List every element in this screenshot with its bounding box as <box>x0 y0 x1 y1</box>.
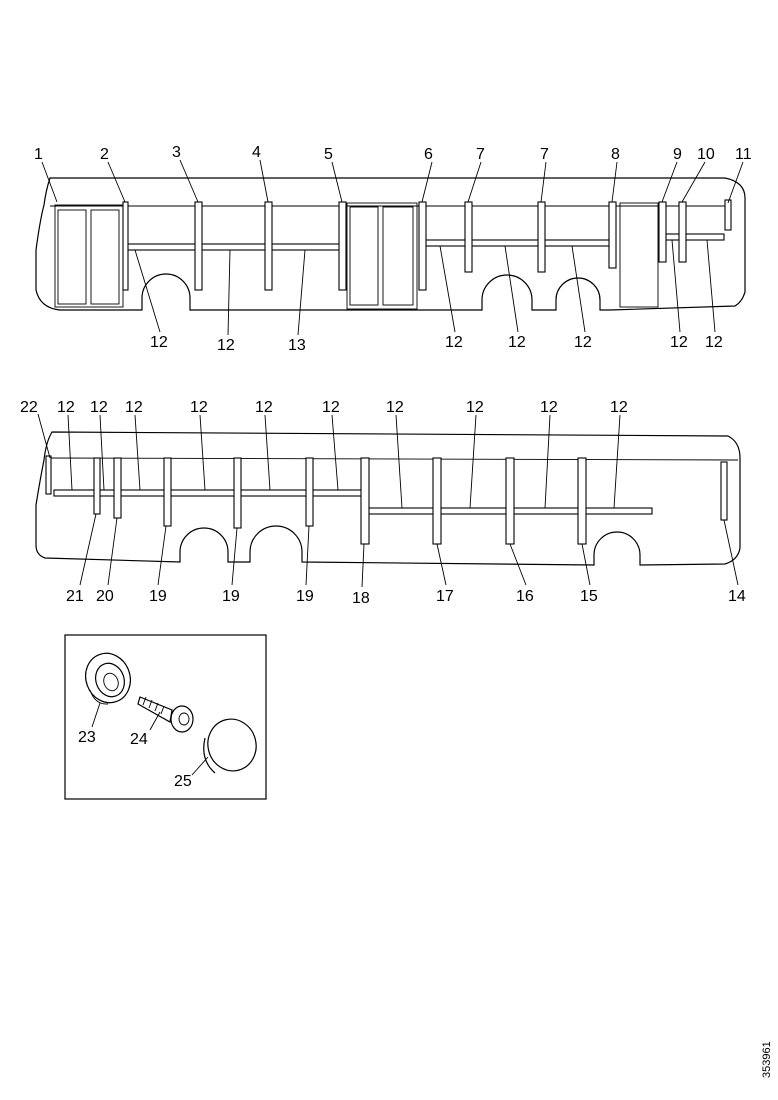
fastener-detail-box: 23 24 25 <box>64 634 267 800</box>
upper-leaders-top <box>41 159 744 204</box>
label-7a: 7 <box>476 146 485 163</box>
label-19a: 19 <box>149 588 167 605</box>
label-9: 9 <box>673 146 682 163</box>
label-12-l4: 12 <box>190 399 208 416</box>
label-19b: 19 <box>222 588 240 605</box>
upper-leaders-bottom <box>134 239 716 336</box>
label-12-l9: 12 <box>540 399 558 416</box>
label-24: 24 <box>130 731 148 748</box>
document-id: 353961 <box>761 1041 773 1078</box>
lower-leaders-bottom <box>79 513 739 588</box>
label-1: 1 <box>34 146 43 163</box>
label-12-l3: 12 <box>125 399 143 416</box>
cap-part-25 <box>203 718 257 774</box>
label-12-l2: 12 <box>90 399 108 416</box>
label-12-u1: 12 <box>150 334 168 351</box>
label-10: 10 <box>697 146 715 163</box>
label-12-l10: 12 <box>610 399 628 416</box>
label-12-l1: 12 <box>57 399 75 416</box>
label-18: 18 <box>352 590 370 607</box>
label-2: 2 <box>100 146 109 163</box>
label-12-u6: 12 <box>670 334 688 351</box>
label-16: 16 <box>516 588 534 605</box>
label-12-l5: 12 <box>255 399 273 416</box>
label-11: 11 <box>735 146 752 163</box>
label-6: 6 <box>424 146 433 163</box>
lower-leaders-top <box>37 413 621 509</box>
label-12-l8: 12 <box>466 399 484 416</box>
label-12-l6: 12 <box>322 399 340 416</box>
label-8: 8 <box>611 146 620 163</box>
label-12-l7: 12 <box>386 399 404 416</box>
label-22: 22 <box>20 399 38 416</box>
label-3: 3 <box>172 144 181 161</box>
label-23: 23 <box>78 729 96 746</box>
label-21: 21 <box>66 588 84 605</box>
label-7b: 7 <box>540 146 549 163</box>
upper-bus-view: 1 2 3 4 5 6 7 7 8 9 10 11 12 12 13 12 12… <box>34 144 752 354</box>
label-25: 25 <box>174 773 192 790</box>
label-5: 5 <box>324 146 333 163</box>
label-12-u4: 12 <box>508 334 526 351</box>
label-20: 20 <box>96 588 114 605</box>
label-4: 4 <box>252 144 261 161</box>
label-12-u7: 12 <box>705 334 723 351</box>
label-12-u3: 12 <box>445 334 463 351</box>
label-17: 17 <box>436 588 454 605</box>
label-14: 14 <box>728 588 746 605</box>
label-15: 15 <box>580 588 598 605</box>
label-12-u5: 12 <box>574 334 592 351</box>
lower-bus-view: 22 12 12 12 12 12 12 12 12 12 12 21 20 1… <box>20 399 746 607</box>
label-19c: 19 <box>296 588 314 605</box>
label-12-u2: 12 <box>217 337 235 354</box>
screw-part-24 <box>137 696 194 733</box>
clip-base-part-23 <box>85 652 131 705</box>
label-13: 13 <box>288 337 306 354</box>
